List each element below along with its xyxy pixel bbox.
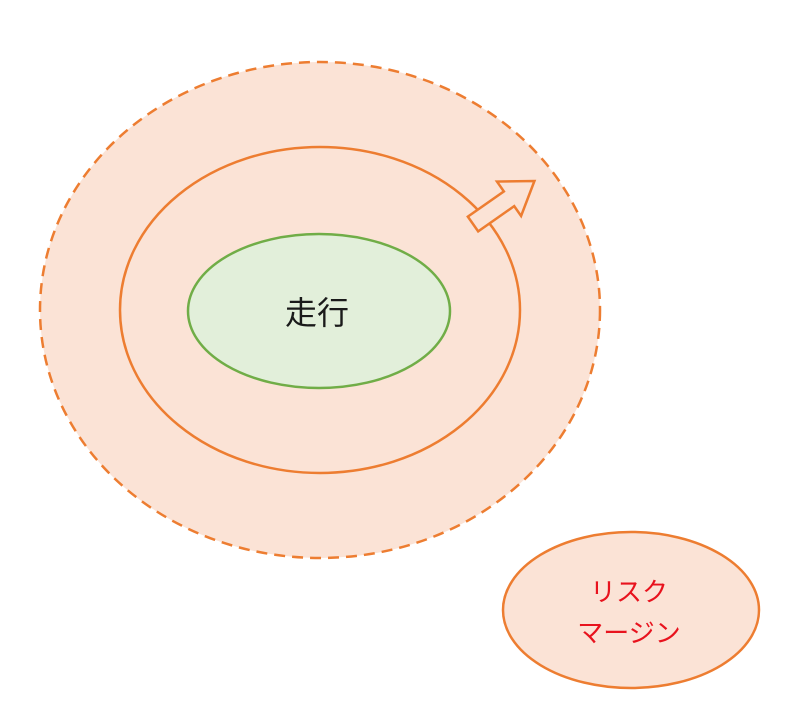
driving-label: 走行	[285, 294, 349, 332]
driving-ellipse	[186, 232, 452, 390]
risk-margin-legend-ellipse	[501, 530, 761, 690]
risk-margin-label-line1: リスク	[590, 578, 668, 608]
expand-arrow-icon	[466, 179, 537, 234]
risk-margin-label-line2: マージン	[577, 619, 680, 649]
